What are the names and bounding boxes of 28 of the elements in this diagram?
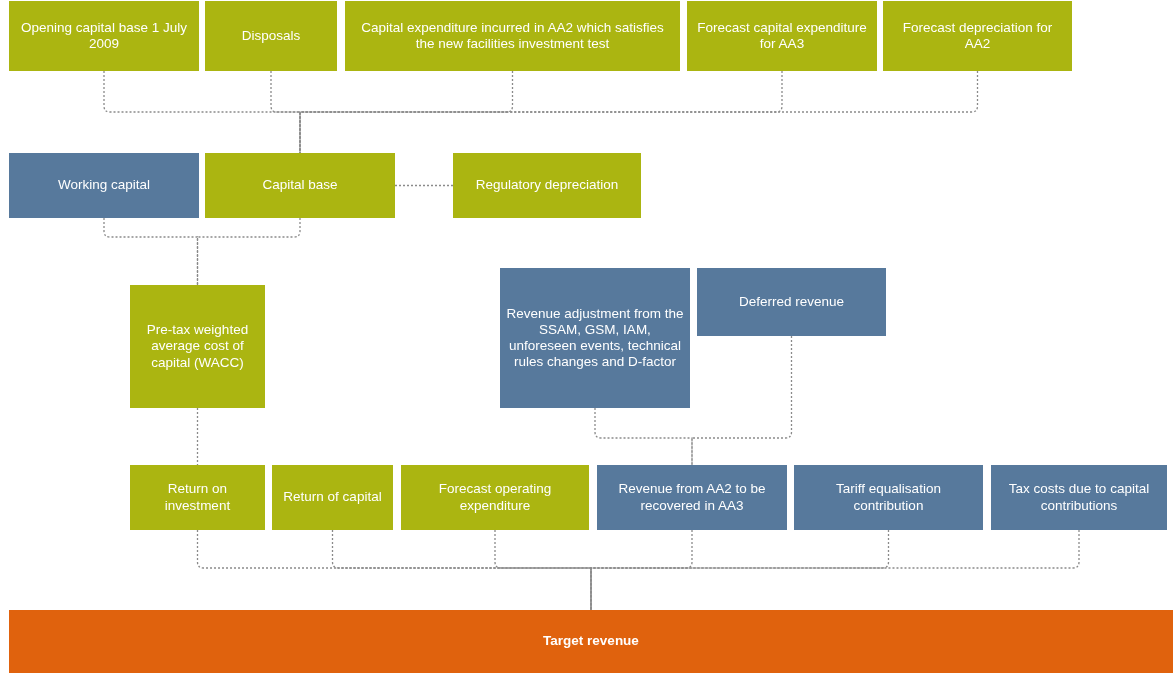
connector-line: [594, 407, 693, 466]
process-box: Disposals: [205, 1, 337, 71]
process-box: Forecast capital expenditure for AA3: [687, 1, 877, 71]
connector-line: [691, 335, 793, 466]
connector-line: [299, 70, 979, 154]
connector-line: [103, 217, 199, 286]
connector-line: [590, 529, 1080, 611]
process-box: Pre-tax weighted average cost of capital (WACC): [130, 285, 265, 408]
input-box: Working capital: [9, 153, 199, 218]
input-box: Revenue adjustment from the SSAM, GSM, IAM, unforeseen events, technical rules changes and D-factor: [500, 268, 690, 408]
process-box: Forecast depreciation for AA2: [883, 1, 1072, 71]
process-box: Forecast operating expenditure: [401, 465, 589, 530]
input-box: Deferred revenue: [697, 268, 886, 336]
connector-line: [196, 217, 301, 286]
connector-line: [103, 70, 301, 154]
input-box: Revenue from AA2 to be recovered in AA3: [597, 465, 787, 530]
input-box: Tax costs due to capital contributions: [991, 465, 1167, 530]
process-box: Regulatory depreciation: [453, 153, 641, 218]
input-box: Tariff equalisation contribution: [794, 465, 983, 530]
process-box: Return on investment: [130, 465, 265, 530]
process-box: Opening capital base 1 July 2009: [9, 1, 199, 71]
process-box: Return of capital: [272, 465, 393, 530]
result-bar: Target revenue: [9, 610, 1173, 673]
connector-line: [196, 407, 199, 466]
process-box: Capital base: [205, 153, 395, 218]
connector-line: [299, 70, 514, 154]
process-box: Capital expenditure incurred in AA2 which satisfies the new facilities investment test: [345, 1, 680, 71]
connector-line: [590, 529, 890, 611]
